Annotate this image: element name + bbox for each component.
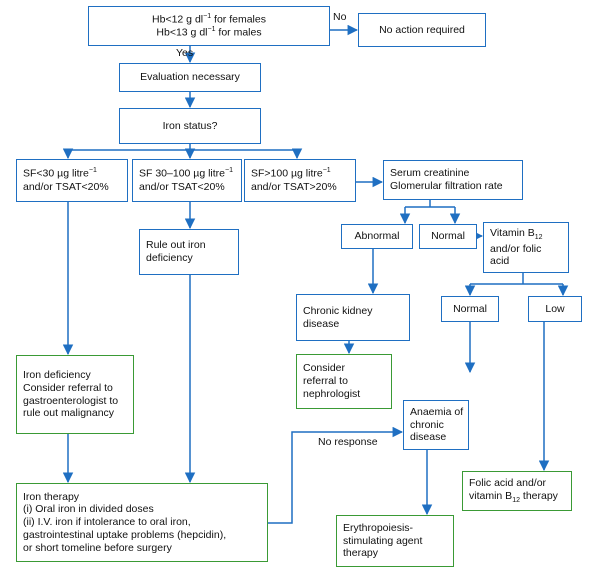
- iron-deficiency-title: Iron deficiency: [23, 368, 91, 381]
- normal-vit-text: Normal: [453, 302, 487, 315]
- sf-low-exponent: −1: [88, 167, 97, 175]
- node-iron-deficiency[interactable]: Iron deficiency Consider referral to gas…: [16, 355, 134, 434]
- folic-vitamin-text: vitamin B: [469, 489, 513, 502]
- sf-low-tsat: and/or TSAT<20%: [23, 180, 109, 193]
- normal-renal-text: Normal: [431, 230, 465, 243]
- node-iron-therapy[interactable]: Iron therapy (i) Oral iron in divided do…: [16, 483, 268, 562]
- rule-out-text: Rule out iron: [146, 239, 206, 252]
- node-evaluation[interactable]: Evaluation necessary: [119, 63, 261, 92]
- edge-label-yes: Yes: [176, 47, 194, 59]
- node-sf-mid[interactable]: SF 30–100 µg litre−1 and/or TSAT<20%: [132, 159, 242, 202]
- anaemia-disease-text: disease: [410, 431, 447, 444]
- node-vitamin[interactable]: Vitamin B12 and/or folic acid: [483, 222, 569, 273]
- node-serum-creatinine[interactable]: Serum creatinine Glomerular filtration r…: [383, 160, 523, 200]
- no-action-text: No action required: [379, 23, 465, 36]
- node-sf-low[interactable]: SF<30 µg litre−1 and/or TSAT<20%: [16, 159, 128, 202]
- node-normal-renal[interactable]: Normal: [419, 224, 477, 249]
- abnormal-text: Abnormal: [354, 230, 400, 243]
- referral-text: referral to: [303, 375, 348, 388]
- sf-low-text: SF<30 µg litre: [23, 167, 89, 180]
- iron-therapy-title: Iron therapy: [23, 490, 80, 503]
- vitamin-folic-text: and/or folic: [490, 242, 542, 255]
- esa-agent-text: stimulating agent: [343, 534, 423, 547]
- sf-mid-text: SF 30–100 µg litre: [139, 167, 226, 180]
- node-no-action[interactable]: No action required: [358, 13, 486, 47]
- node-ckd[interactable]: Chronic kidney disease: [296, 294, 410, 341]
- folic-therapy-suffix: therapy: [519, 489, 558, 502]
- consider-text: Consider: [303, 362, 346, 375]
- vitamin-text: Vitamin B: [490, 226, 535, 239]
- esa-text: Erythropoiesis-: [343, 521, 414, 534]
- hb-male-suffix: for males: [215, 26, 262, 39]
- hb-male-text: Hb<13 g dl: [156, 26, 208, 39]
- iron-therapy-surgery: or short tomeline before surgery: [23, 541, 172, 554]
- ckd-text: Chronic kidney: [303, 304, 373, 317]
- iron-therapy-oral: (i) Oral iron in divided doses: [23, 503, 154, 516]
- node-consider-nephrologist[interactable]: Consider referral to nephrologist: [296, 354, 392, 409]
- iron-deficiency-gastro: gastroenterologist to: [23, 394, 119, 407]
- hb-male-exponent: −1: [207, 26, 216, 33]
- node-sf-high[interactable]: SF>100 µg litre−1 and/or TSAT>20%: [244, 159, 356, 202]
- node-normal-vit[interactable]: Normal: [441, 296, 499, 322]
- vitamin-subscript: 12: [534, 233, 543, 241]
- node-esa[interactable]: Erythropoiesis- stimulating agent therap…: [336, 515, 454, 567]
- iron-therapy-gi: gastrointestinal uptake problems (hepcid…: [23, 528, 227, 541]
- sf-mid-tsat: and/or TSAT<20%: [139, 180, 225, 193]
- node-folic-therapy[interactable]: Folic acid and/or vitamin B12 therapy: [462, 471, 572, 511]
- iron-therapy-iv: (ii) I.V. iron if intolerance to oral ir…: [23, 516, 191, 529]
- node-iron-status[interactable]: Iron status?: [119, 108, 261, 144]
- sf-high-tsat: and/or TSAT>20%: [251, 180, 337, 193]
- anaemia-text: Anaemia of: [410, 405, 464, 418]
- node-anaemia-chronic[interactable]: Anaemia of chronic disease: [403, 400, 469, 450]
- node-rule-out[interactable]: Rule out iron deficiency: [139, 229, 239, 275]
- rule-out-deficiency-text: deficiency: [146, 252, 193, 264]
- nephrologist-text: nephrologist: [303, 387, 361, 400]
- gfr-text: Glomerular filtration rate: [390, 180, 503, 192]
- iron-status-text: Iron status?: [162, 119, 218, 132]
- edge-iron-therapy-no-response: [268, 426, 404, 524]
- hb-female-text: Hb<12 g dl: [152, 13, 204, 26]
- node-low-vit[interactable]: Low: [528, 296, 582, 322]
- sf-high-exponent: −1: [322, 167, 331, 175]
- iron-deficiency-malignancy: rule out malignancy: [23, 407, 115, 420]
- iron-deficiency-referral: Consider referral to: [23, 381, 113, 394]
- edge-label-no: No: [333, 11, 347, 23]
- hb-female-exponent: −1: [203, 12, 212, 20]
- edge-label-no-response: No response: [318, 436, 378, 448]
- esa-therapy-text: therapy: [343, 547, 379, 560]
- ckd-disease-text: disease: [303, 317, 340, 330]
- sf-mid-exponent: −1: [225, 167, 233, 175]
- hb-female-suffix: for females: [211, 13, 266, 26]
- node-abnormal[interactable]: Abnormal: [341, 224, 413, 249]
- anaemia-chronic-text: chronic: [410, 418, 444, 431]
- serum-creatinine-text: Serum creatinine: [390, 167, 470, 180]
- folic-vitamin-subscript: 12: [512, 496, 520, 504]
- node-hb-criteria[interactable]: Hb<12 g dl−1 for females Hb<13 g dl−1 fo…: [88, 6, 330, 46]
- evaluation-text: Evaluation necessary: [140, 71, 240, 84]
- folic-therapy-text: Folic acid and/or: [469, 476, 547, 489]
- vitamin-acid-text: acid: [490, 255, 510, 268]
- sf-high-text: SF>100 µg litre: [251, 167, 323, 180]
- low-vit-text: Low: [545, 302, 565, 315]
